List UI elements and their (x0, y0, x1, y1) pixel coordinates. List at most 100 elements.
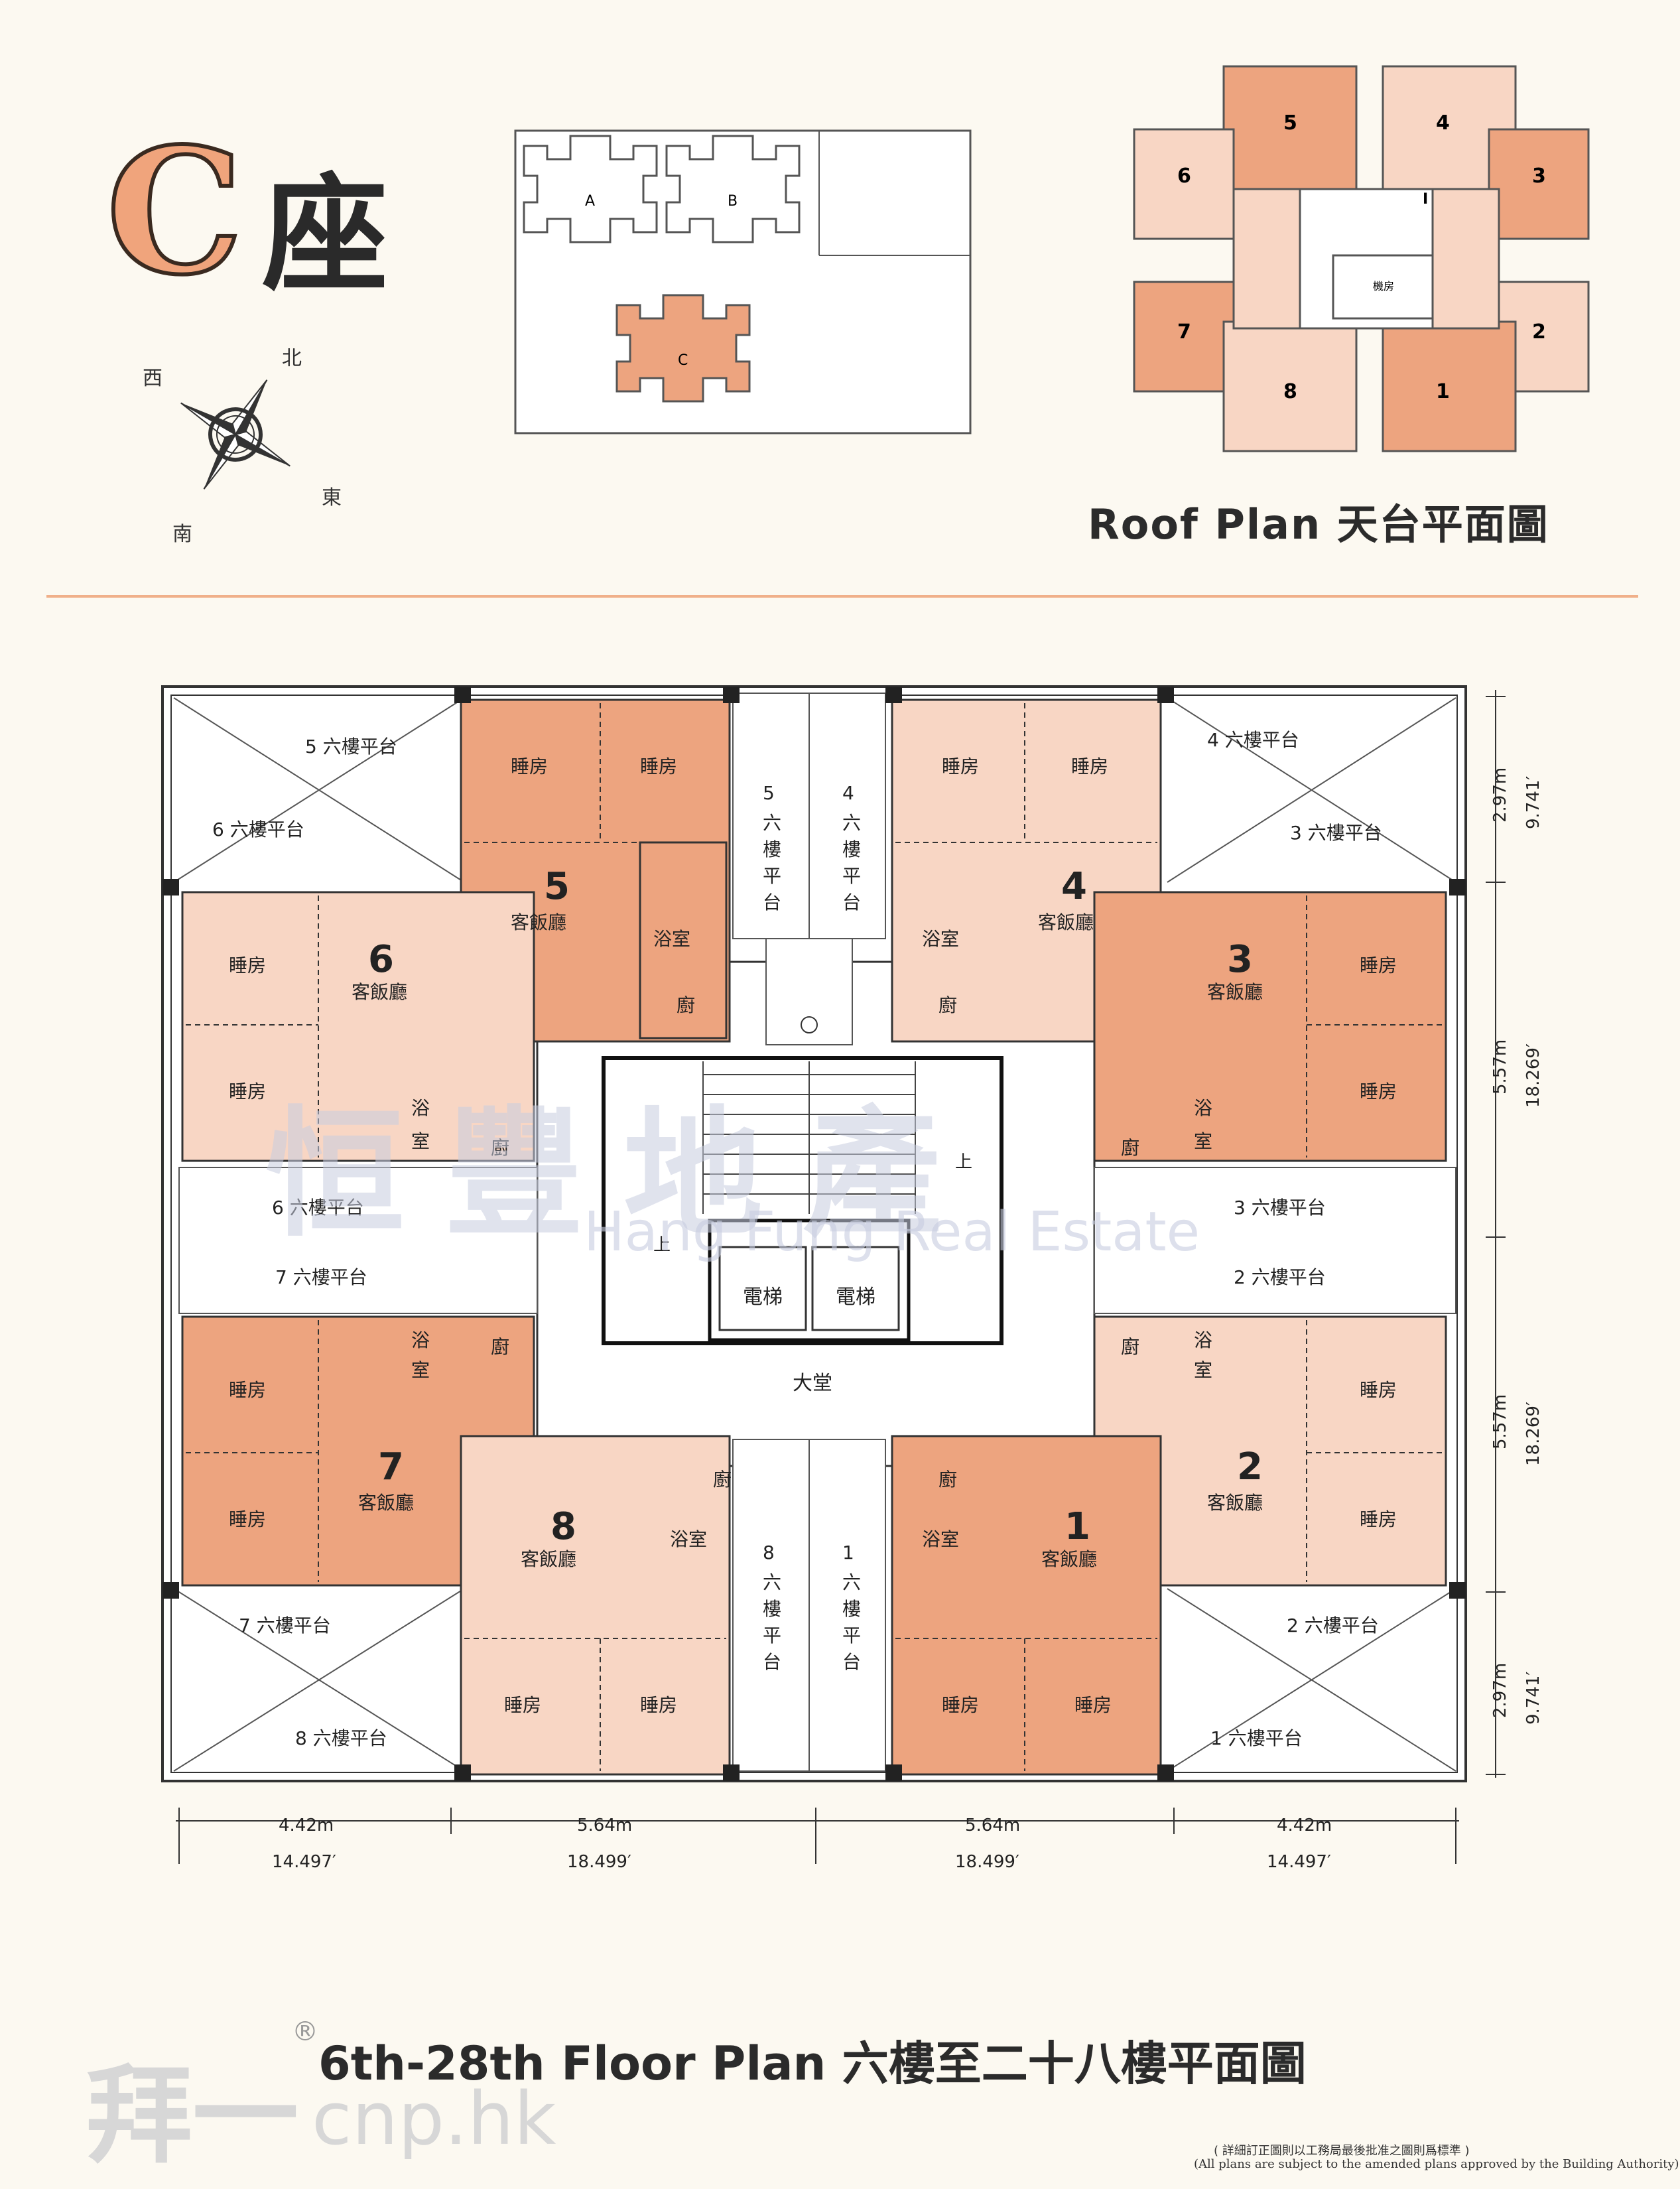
svg-text:室: 室 (411, 1359, 430, 1381)
svg-text:睡房: 睡房 (229, 1081, 266, 1102)
svg-text:睡房: 睡房 (1360, 1508, 1397, 1530)
divider (46, 595, 1638, 598)
site-block-a: A (523, 135, 658, 243)
svg-text:樓: 樓 (842, 838, 861, 860)
svg-text:上: 上 (955, 1152, 972, 1172)
roof-unit-3: 3 (1532, 165, 1546, 188)
svg-text:睡房: 睡房 (1074, 1694, 1112, 1716)
svg-text:浴: 浴 (1194, 1097, 1212, 1119)
block-letter: C (104, 111, 245, 313)
svg-text:18.499′: 18.499′ (955, 1852, 1019, 1872)
svg-text:廚: 廚 (1121, 1137, 1139, 1159)
note-cn: ( 詳細訂正圖則以工務局最後批准之圖則爲標準 ) (1214, 2144, 1470, 2158)
svg-text:浴室: 浴室 (653, 928, 690, 950)
unit-6-number: 6 (368, 938, 394, 981)
roof-plan-caption: Roof Plan 天台平面圖 (1088, 500, 1549, 549)
lobby-label: 大堂 (793, 1372, 832, 1395)
svg-text:睡房: 睡房 (1071, 756, 1108, 777)
svg-text:室: 室 (411, 1130, 430, 1152)
svg-text:廚: 廚 (1121, 1336, 1139, 1358)
svg-text:3 六樓平台: 3 六樓平台 (1234, 1197, 1326, 1219)
svg-text:2.97m: 2.97m (1490, 1663, 1510, 1718)
svg-text:台: 台 (763, 892, 781, 913)
svg-text:5.57m: 5.57m (1490, 1394, 1510, 1449)
compass-north: 北 (282, 347, 302, 370)
svg-text:1 六樓平台: 1 六樓平台 (1210, 1727, 1303, 1749)
svg-text:平: 平 (763, 1625, 781, 1646)
svg-text:廚: 廚 (491, 1137, 509, 1159)
svg-text:睡房: 睡房 (1360, 1379, 1397, 1401)
unit-1-number: 1 (1065, 1505, 1090, 1548)
svg-text:廚: 廚 (491, 1336, 509, 1358)
svg-text:室: 室 (1194, 1359, 1212, 1381)
svg-text:18.269′: 18.269′ (1523, 1043, 1543, 1108)
svg-text:樓: 樓 (763, 838, 781, 860)
site-block-b: B (665, 135, 801, 243)
svg-text:7 六樓平台: 7 六樓平台 (275, 1266, 367, 1288)
svg-text:7 六樓平台: 7 六樓平台 (239, 1615, 331, 1636)
svg-text:睡房: 睡房 (1360, 1081, 1397, 1102)
lift-label-2: 電梯 (836, 1286, 875, 1309)
svg-text:睡房: 睡房 (511, 756, 548, 777)
unit-4-number: 4 (1061, 865, 1087, 908)
svg-text:2 六樓平台: 2 六樓平台 (1287, 1615, 1379, 1636)
lift-label-1: 電梯 (743, 1286, 783, 1309)
unit-3-number: 3 (1227, 938, 1253, 981)
roof-unit-2: 2 (1532, 320, 1546, 344)
site-plan: A B C (514, 129, 972, 434)
svg-text:A: A (585, 193, 595, 210)
svg-text:六: 六 (763, 812, 781, 834)
svg-text:台: 台 (842, 892, 861, 913)
svg-text:睡房: 睡房 (229, 1508, 266, 1530)
svg-text:5: 5 (763, 782, 775, 804)
unit-2-number: 2 (1237, 1445, 1263, 1489)
svg-text:睡房: 睡房 (229, 955, 266, 976)
svg-text:睡房: 睡房 (640, 1694, 677, 1716)
unit-6-living: 客飯廳 (352, 981, 407, 1003)
roof-unit-5: 5 (1283, 111, 1297, 135)
svg-text:C: C (678, 352, 688, 369)
svg-text:9.741′: 9.741′ (1523, 776, 1543, 829)
roof-unit-1: 1 (1436, 380, 1450, 403)
unit-1-living: 客飯廳 (1041, 1548, 1097, 1570)
svg-text:室: 室 (1194, 1130, 1212, 1152)
svg-text:8: 8 (763, 1542, 775, 1563)
svg-text:浴室: 浴室 (922, 928, 959, 950)
svg-text:浴: 浴 (1194, 1329, 1212, 1351)
svg-text:六: 六 (763, 1571, 781, 1593)
compass-east: 東 (322, 486, 342, 509)
site-block-c: C (615, 294, 751, 403)
compass-west: 西 (143, 367, 162, 390)
svg-text:2.97m: 2.97m (1490, 767, 1510, 823)
svg-text:上: 上 (653, 1235, 671, 1255)
svg-text:浴: 浴 (411, 1329, 430, 1351)
unit-5-number: 5 (544, 865, 570, 908)
watermark-en: Hang Fung Real Estate (584, 1201, 1200, 1264)
svg-text:廚: 廚 (938, 1469, 957, 1491)
roof-plan: 5 4 3 6 7 2 8 1 機房 I (1133, 65, 1590, 452)
watermark2-reg: ® (292, 2017, 318, 2047)
svg-text:4: 4 (842, 782, 854, 804)
floor-plan-caption: 6th-28th Floor Plan 六樓至二十八樓平面圖 (318, 2036, 1307, 2091)
svg-text:浴室: 浴室 (670, 1528, 707, 1550)
svg-text:睡房: 睡房 (229, 1379, 266, 1401)
svg-text:台: 台 (763, 1651, 781, 1673)
svg-text:睡房: 睡房 (942, 756, 979, 777)
svg-text:5.64m: 5.64m (965, 1816, 1020, 1835)
svg-text:樓: 樓 (842, 1598, 861, 1620)
svg-text:平: 平 (842, 865, 861, 887)
note-en: (All plans are subject to the amended pl… (1194, 2157, 1679, 2171)
unit-8-living: 客飯廳 (521, 1548, 576, 1570)
roof-unit-4: 4 (1436, 111, 1450, 135)
watermark2-en: cnp.hk (312, 2076, 556, 2161)
svg-text:平: 平 (763, 865, 781, 887)
watermark2-cn: 拜一 (86, 2054, 299, 2178)
svg-text:六: 六 (842, 812, 861, 834)
svg-text:浴室: 浴室 (922, 1528, 959, 1550)
roof-machine-room: 機房 (1373, 280, 1394, 293)
svg-text:14.497′: 14.497′ (272, 1852, 336, 1872)
svg-text:1: 1 (842, 1542, 854, 1563)
unit-7-number: 7 (378, 1445, 404, 1489)
svg-text:I: I (1423, 191, 1428, 208)
